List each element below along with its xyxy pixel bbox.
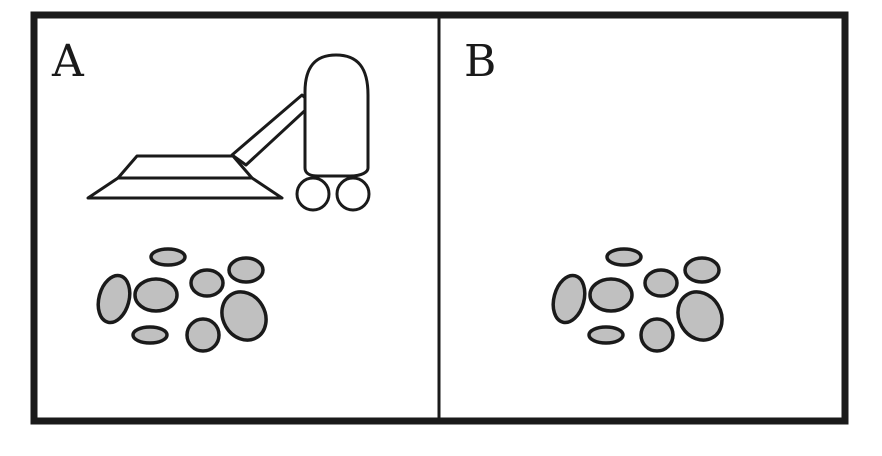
- panel-a-label: A: [51, 36, 85, 87]
- pebble: [683, 256, 721, 284]
- pebble: [588, 277, 634, 313]
- pebble: [639, 317, 675, 353]
- pebble: [605, 247, 643, 267]
- panel-b: B: [464, 36, 724, 353]
- pebble: [133, 277, 179, 313]
- pebble: [220, 290, 268, 342]
- vacuum-cleaner-icon: [86, 53, 371, 212]
- pebble: [676, 290, 724, 342]
- vacuum-wand: [230, 93, 314, 167]
- pebbles-a: [96, 247, 268, 353]
- vacuum-nozzle-base: [86, 176, 284, 200]
- vacuum-wheel-right: [335, 176, 371, 212]
- pebble: [551, 273, 587, 325]
- panel-a: A: [51, 36, 371, 353]
- pebbles-b: [551, 247, 724, 353]
- vacuum-wheel-left: [295, 176, 331, 212]
- vacuum-body: [303, 53, 370, 178]
- pebble: [149, 247, 187, 267]
- pebble: [227, 256, 265, 284]
- pebble: [189, 268, 225, 298]
- pebble: [131, 325, 169, 345]
- pebble: [96, 273, 132, 325]
- pebble: [643, 268, 679, 298]
- vacuum-nozzle-top: [116, 154, 254, 180]
- pebble: [185, 317, 221, 353]
- pebble: [587, 325, 625, 345]
- panel-b-label: B: [464, 36, 496, 87]
